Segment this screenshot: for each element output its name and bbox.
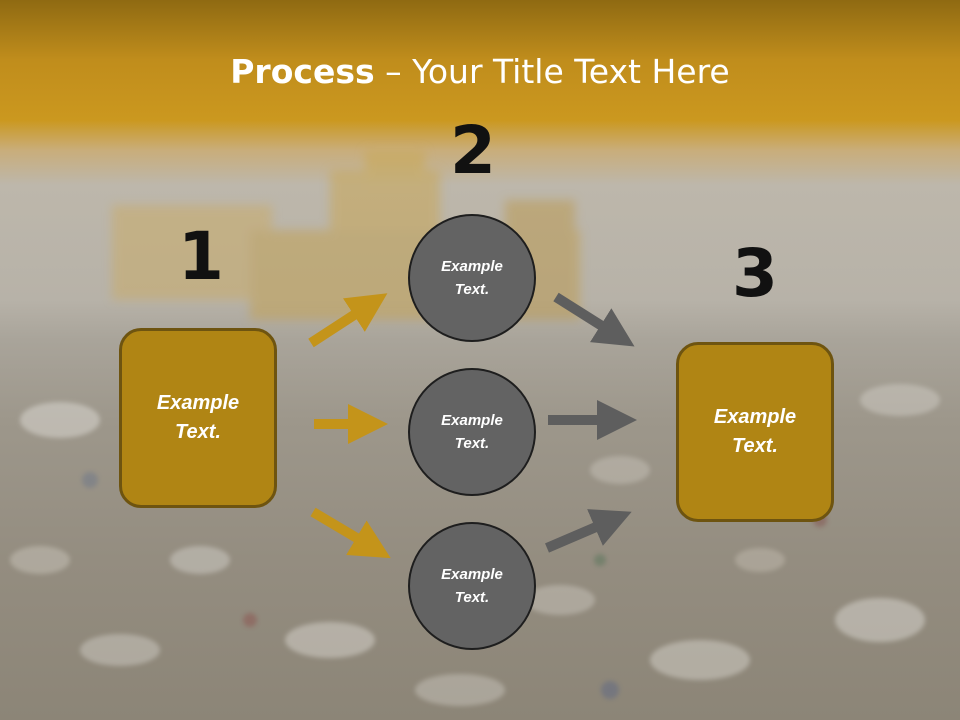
circle-middle-text: Example Text.	[441, 412, 503, 452]
step-number-3: 3	[732, 235, 778, 312]
title-bold: Process	[230, 52, 375, 91]
slide-title: Process – Your Title Text Here	[0, 52, 960, 91]
step-number-2: 2	[450, 112, 496, 189]
right-box: Example Text.	[676, 342, 834, 522]
arrow-up-right	[308, 293, 388, 348]
arrow-down-right-gray	[553, 292, 635, 347]
arrow-up-right-gray	[545, 509, 632, 553]
circle-middle: Example Text.	[408, 368, 536, 496]
left-box-text: Example Text.	[156, 392, 240, 443]
circle-bottom: Example Text.	[408, 522, 536, 650]
title-rest: – Your Title Text Here	[374, 52, 730, 91]
circle-top: Example Text.	[408, 214, 536, 342]
step-number-1: 1	[178, 218, 224, 295]
left-box: Example Text.	[119, 328, 277, 508]
right-box-text: Example Text.	[713, 406, 797, 457]
circle-top-text: Example Text.	[441, 258, 503, 298]
arrow-down-right	[310, 507, 391, 559]
circle-bottom-text: Example Text.	[441, 566, 503, 606]
